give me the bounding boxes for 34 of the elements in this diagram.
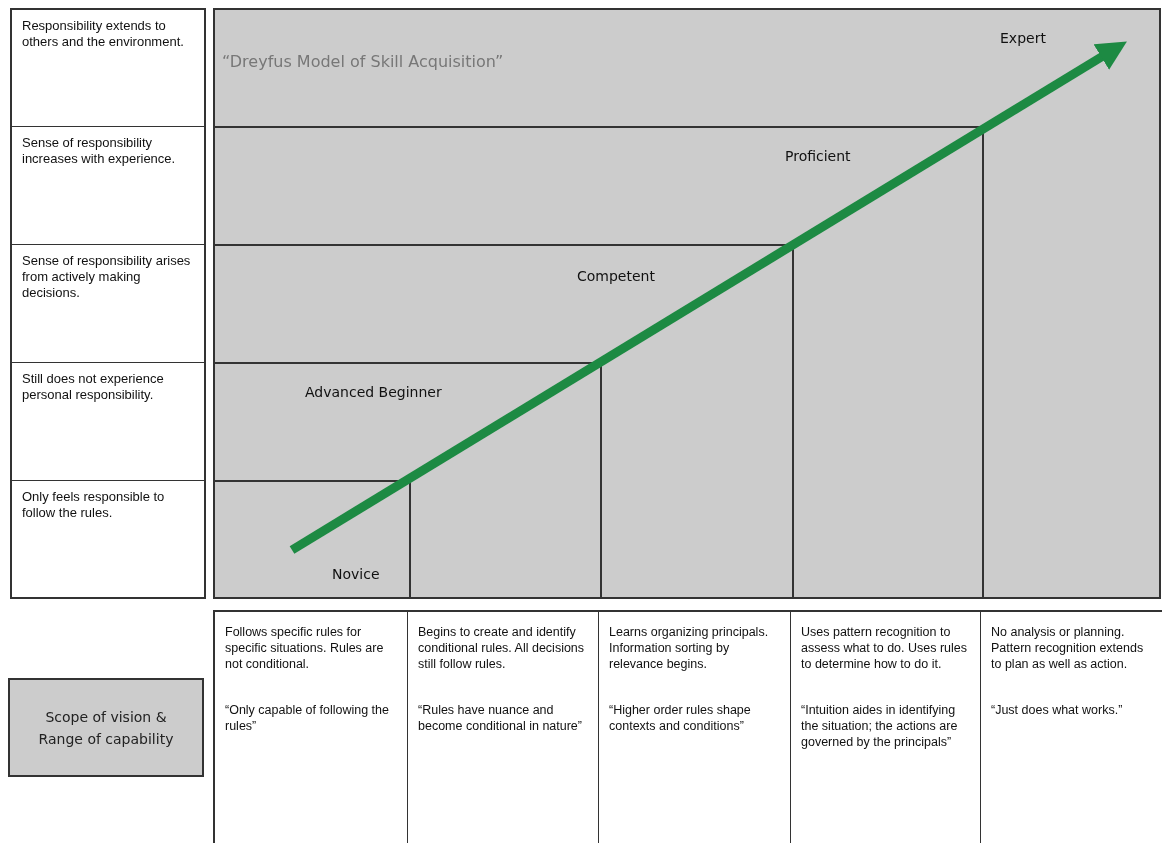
stage-box <box>215 362 602 597</box>
responsibility-text: Still does not experience personal responsibility. <box>21 370 165 403</box>
row-box <box>10 8 206 127</box>
quote-text: “Just does what works.” <box>991 702 1124 718</box>
quote-text: “Higher order rules shape contexts and conditions” <box>609 702 752 734</box>
stage-box <box>213 8 1161 599</box>
diagram-title: “Dreyfus Model of Skill Acquisition” <box>222 52 504 71</box>
quote-text: “Only capable of following the rules” <box>225 702 390 734</box>
responsibility-text: Responsibility extends to others and the environment. <box>21 17 185 50</box>
row-box <box>10 362 206 481</box>
stage-label: Competent <box>577 268 655 284</box>
stage-label: Expert <box>1000 30 1046 46</box>
category-label: Scope of vision & Range of capability <box>37 707 175 749</box>
stage-box <box>215 244 794 597</box>
category-box <box>8 678 204 777</box>
stage-label: Advanced Beginner <box>305 384 442 400</box>
row-box <box>10 126 206 245</box>
row-box <box>10 244 206 363</box>
stage-box <box>215 126 984 597</box>
description-cell <box>213 610 408 843</box>
responsibility-text: Sense of responsibility increases with experience. <box>21 134 177 167</box>
responsibility-text: Only feels responsible to follow the rules. <box>21 488 166 521</box>
quote-text: “Rules have nuance and become conditional in nature” <box>418 702 583 734</box>
description-text: Uses pattern recognition to assess what to do. Uses rules to determine how to do it. <box>801 624 969 673</box>
description-text: Learns organizing principals. Information sorting by relevance begins. <box>609 624 770 673</box>
responsibility-text: Sense of responsibility arises from actively making decisions. <box>21 252 192 301</box>
stage-box <box>215 480 411 597</box>
stage-label: Novice <box>332 566 380 582</box>
description-text: No analysis or planning. Pattern recognition extends to plan as well as action. <box>991 624 1145 673</box>
description-text: Follows specific rules for specific situations. Rules are not conditional. <box>225 624 385 673</box>
stage-label: Proficient <box>785 148 851 164</box>
quote-text: “Intuition aides in identifying the situation; the actions are governed by the principals” <box>801 702 959 750</box>
row-box <box>10 480 206 599</box>
description-text: Begins to create and identify conditional rules. All decisions still follow rules. <box>418 624 586 673</box>
